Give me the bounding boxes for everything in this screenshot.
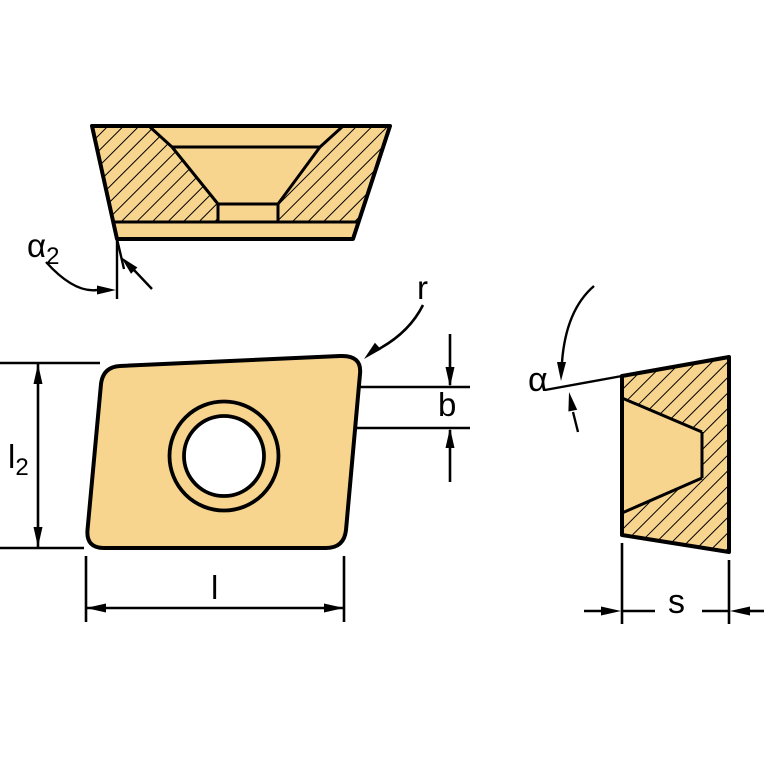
screw-hole-circle xyxy=(182,414,266,498)
alpha-lower-arrow-tail xyxy=(571,411,580,433)
label-b: b xyxy=(438,386,456,423)
dim-r: r xyxy=(364,269,428,359)
label-s: s xyxy=(668,583,685,621)
dim-b: b xyxy=(354,334,470,482)
side-section-view xyxy=(620,355,731,554)
alpha-arc-arrowhead xyxy=(557,362,566,381)
b-arrowhead-top xyxy=(445,367,455,387)
alpha2-edge-extension-line xyxy=(115,238,126,270)
alpha-edge-extension-line xyxy=(544,374,623,392)
side-view-outline xyxy=(620,355,731,554)
side-view-hatch xyxy=(622,357,729,552)
label-alpha: α xyxy=(528,361,548,399)
side-view-pocket-lines xyxy=(621,396,704,515)
alpha2-edge-arrow-tail xyxy=(133,269,153,290)
alpha2-edge-arrowhead xyxy=(121,257,138,274)
label-l: l xyxy=(211,569,218,606)
l2-arrowhead-top xyxy=(33,364,43,384)
s-arrowhead-left xyxy=(601,606,621,616)
b-arrowhead-bottom xyxy=(445,428,455,448)
l-arrowhead-left xyxy=(86,603,106,613)
dim-s: s xyxy=(584,543,764,624)
alpha-leader-arc xyxy=(560,285,595,363)
label-alpha2: α2 xyxy=(27,227,59,270)
r-arrowhead xyxy=(364,342,381,359)
screw-hole-countersink-circle xyxy=(167,399,281,513)
top-view-hatch-left xyxy=(93,127,218,221)
label-l2: l2 xyxy=(8,438,29,481)
top-view-hatch-right xyxy=(278,127,389,221)
alpha-lower-arrowhead xyxy=(568,392,578,412)
dim-alpha: α xyxy=(528,285,623,433)
alpha2-arc-arrowhead xyxy=(97,285,116,295)
front-view xyxy=(85,353,363,550)
top-view-outline xyxy=(90,124,392,241)
alpha2-leader-arc xyxy=(45,261,98,292)
label-r: r xyxy=(417,269,428,306)
l-arrowhead-right xyxy=(324,603,344,613)
l2-arrowhead-bottom xyxy=(33,527,43,547)
r-leader-line xyxy=(376,304,425,352)
s-arrowhead-right xyxy=(730,606,750,616)
top-section-view xyxy=(90,124,392,241)
dim-l: l xyxy=(84,556,346,622)
dim-l2: l2 xyxy=(0,361,100,550)
dim-alpha2: α2 xyxy=(27,227,153,299)
top-view-pocket-lines xyxy=(114,125,358,224)
